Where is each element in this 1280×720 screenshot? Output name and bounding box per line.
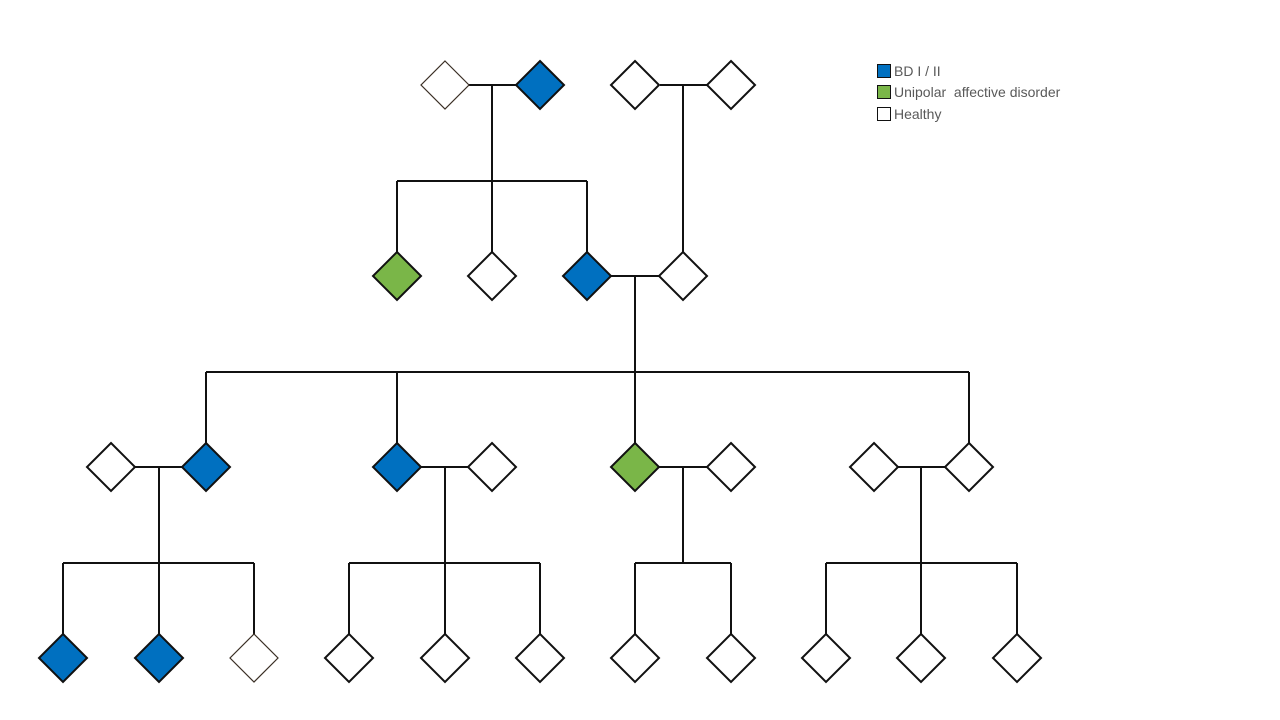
- pedigree-individual-healthy: [323, 632, 375, 684]
- legend-swatch-bd: [877, 63, 891, 78]
- legend: BD I / II Unipolar affective disorder He…: [877, 60, 1060, 125]
- legend-label-healthy: Healthy: [894, 105, 942, 122]
- pedigree-individual-healthy: [229, 633, 279, 683]
- pedigree-individual-healthy: [848, 441, 900, 493]
- pedigree-individual-healthy: [466, 250, 518, 302]
- pedigree-individual-healthy: [705, 59, 757, 111]
- pedigree-individual-healthy: [895, 632, 947, 684]
- pedigree-individual-bd: [180, 441, 232, 493]
- legend-swatch-healthy: [877, 106, 891, 121]
- pedigree-individual-healthy: [420, 60, 470, 110]
- pedigree-individual-bd: [514, 59, 566, 111]
- pedigree-individual-bd: [37, 632, 89, 684]
- pedigree-individual-healthy: [514, 632, 566, 684]
- pedigree-individual-healthy: [609, 59, 661, 111]
- pedigree-individual-bd: [133, 632, 185, 684]
- pedigree-individual-healthy: [609, 632, 661, 684]
- legend-label-unipolar: Unipolar affective disorder: [894, 84, 1061, 101]
- pedigree-individual-healthy: [419, 632, 471, 684]
- pedigree-individual-healthy: [466, 441, 518, 493]
- legend-label-bd: BD I / II: [894, 62, 941, 79]
- pedigree-individual-bd: [371, 441, 423, 493]
- legend-swatch-unipolar: [877, 85, 891, 100]
- pedigree-individual-unipolar: [609, 441, 661, 493]
- pedigree-individual-healthy: [991, 632, 1043, 684]
- pedigree-individual-bd: [561, 250, 613, 302]
- pedigree-individual-unipolar: [371, 250, 423, 302]
- pedigree-individual-healthy: [943, 441, 995, 493]
- pedigree-individual-healthy: [800, 632, 852, 684]
- pedigree-individual-healthy: [705, 632, 757, 684]
- legend-item-bd: BD I / II: [877, 60, 1060, 82]
- pedigree-individual-healthy: [705, 441, 757, 493]
- pedigree-individual-healthy: [85, 441, 137, 493]
- legend-item-unipolar: Unipolar affective disorder: [877, 82, 1060, 104]
- legend-item-healthy: Healthy: [877, 103, 1060, 125]
- pedigree-individual-healthy: [657, 250, 709, 302]
